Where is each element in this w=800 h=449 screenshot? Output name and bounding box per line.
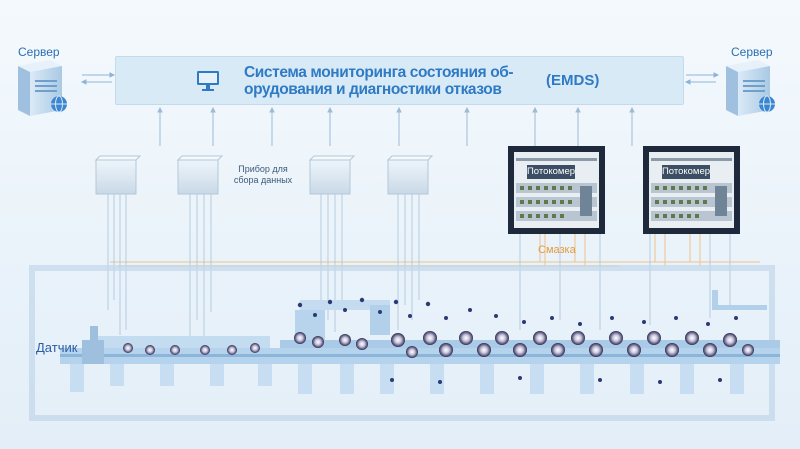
system-connectors (157, 106, 635, 146)
flowmeter-label-right: Потокомер (661, 166, 711, 177)
monitor-icon (197, 71, 219, 91)
system-abbreviation: (EMDS) (546, 72, 600, 89)
daq-label: Прибор для сбора данных (223, 164, 303, 186)
system-title-line-2: орудования и диагностики отказов (244, 81, 502, 98)
flowmeter-panel-left (508, 146, 605, 234)
daq-box (176, 155, 224, 195)
sensor-label: Датчик (36, 340, 78, 355)
daq-box (94, 155, 142, 195)
daq-label-line-2: сбора данных (233, 175, 293, 185)
right-server-icon (726, 60, 775, 116)
daq-box (386, 155, 434, 195)
left-server-icon (18, 60, 67, 116)
flowmeter-label-bg (662, 165, 710, 179)
lubrication-label: Смазка (538, 244, 576, 256)
system-title-line-1: Система мониторинга состояния об- (244, 64, 514, 81)
daq-box (308, 155, 356, 195)
system-title-bar: Система мониторинга состояния об- орудов… (115, 56, 684, 105)
globe-icon (51, 95, 67, 113)
globe-icon (759, 95, 775, 113)
bidirectional-arrow-icon (80, 72, 720, 85)
roll-cluster (123, 331, 754, 358)
production-line (60, 290, 780, 394)
signal-wiring (107, 194, 731, 340)
right-server-label: Сервер (731, 45, 773, 59)
flowmeter-panel-right (643, 146, 740, 234)
system-title: Система мониторинга состояния об- орудов… (244, 64, 544, 98)
daq-label-line-1: Прибор для (238, 164, 288, 174)
flowmeter-label-left: Потокомер (526, 166, 576, 177)
sensor-dots (297, 297, 738, 384)
lubrication-lines (110, 234, 760, 267)
flowmeter-label-bg (527, 165, 575, 179)
left-server-label: Сервер (18, 45, 60, 59)
